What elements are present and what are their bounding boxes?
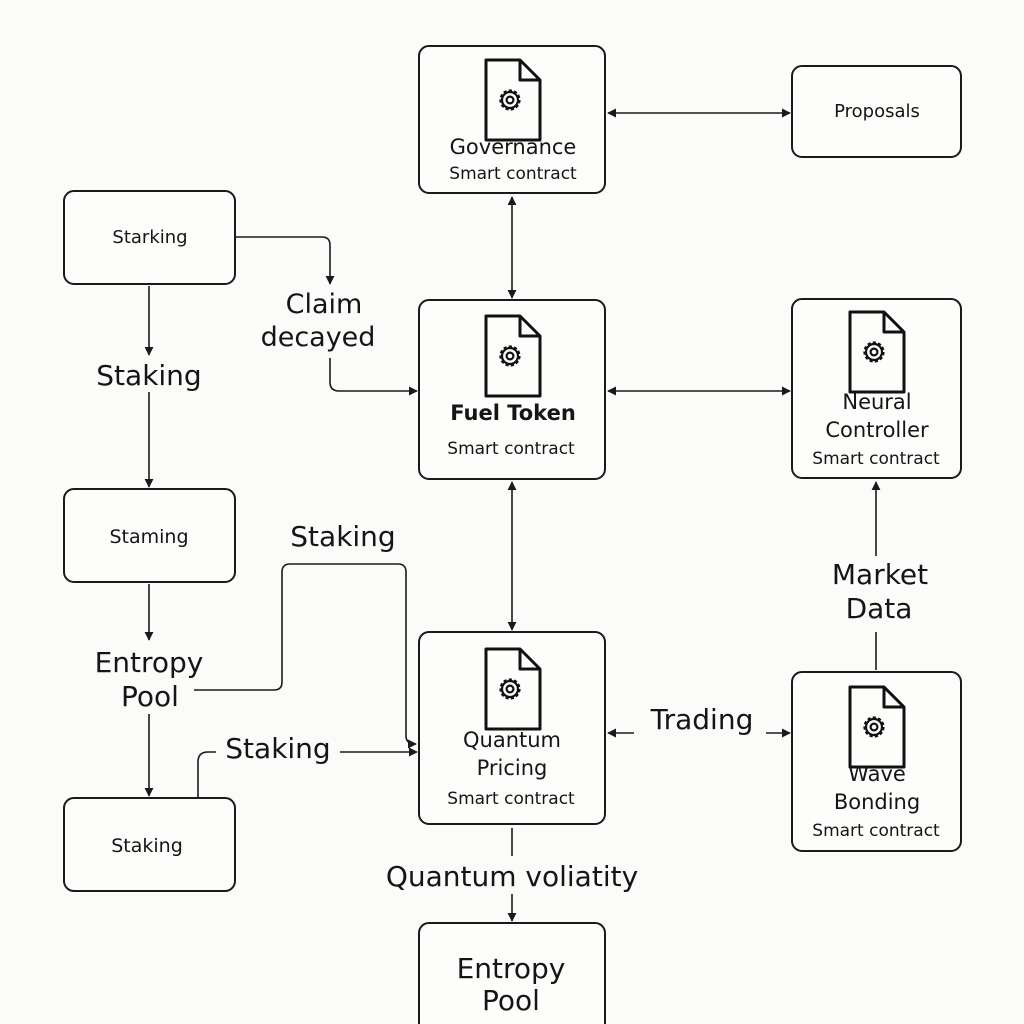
claim-decayed-label-line2: decayed xyxy=(261,322,376,353)
edge-claim-fuel-token xyxy=(329,358,418,396)
neural-controller-title-line2: Controller xyxy=(825,418,929,442)
staking-edge-label-lower: Staking xyxy=(225,732,330,765)
contract-document-icon xyxy=(484,647,542,731)
neural-controller-node[interactable]: Neural Controller Smart contract xyxy=(791,298,962,479)
quantum-pricing-title-line2: Pricing xyxy=(477,756,548,780)
trading-edge-label: Trading xyxy=(650,703,754,736)
governance-node[interactable]: Governance Smart contract xyxy=(418,45,606,194)
quantum-pricing-node[interactable]: Quantum Pricing Smart contract xyxy=(418,631,606,825)
claim-decayed-label-line1: Claim xyxy=(286,289,363,320)
starking-label: Starking xyxy=(112,227,187,248)
contract-document-icon xyxy=(848,310,906,394)
fuel-token-node[interactable]: Fuel Token Smart contract xyxy=(418,299,606,480)
contract-document-icon xyxy=(848,685,906,769)
edges xyxy=(144,108,876,922)
governance-title: Governance xyxy=(450,135,577,159)
staming-label: Staming xyxy=(109,526,188,548)
staming-node[interactable]: Staming xyxy=(63,488,236,583)
staking-label: Staking xyxy=(111,835,183,857)
proposals-label: Proposals xyxy=(834,101,920,122)
entropy-pool-node-line1: Entropy xyxy=(457,952,566,985)
staking-edge-label-left: Staking xyxy=(96,359,201,392)
fuel-token-subtitle: Smart contract xyxy=(447,439,575,459)
market-data-label-line2: Data xyxy=(846,592,913,625)
quantum-pricing-subtitle: Smart contract xyxy=(447,789,575,809)
entropy-pool-node[interactable]: Entropy Pool xyxy=(418,922,606,1024)
starking-node[interactable]: Starking xyxy=(63,190,236,285)
wave-bonding-node[interactable]: Wave Bonding Smart contract xyxy=(791,671,962,852)
neural-controller-title-line1: Neural xyxy=(842,390,911,414)
quantum-volatility-label: Quantum voliatity xyxy=(386,860,638,893)
edge-labels: Claim decayed Staking Staking Entropy Po… xyxy=(95,289,929,893)
fuel-token-title: Fuel Token xyxy=(450,401,576,425)
neural-controller-subtitle: Smart contract xyxy=(812,449,940,469)
edge-staking-box-quantum-pricing xyxy=(197,752,417,798)
proposals-node[interactable]: Proposals xyxy=(791,65,962,158)
entropy-pool-node-line2: Pool xyxy=(482,984,540,1017)
wave-bonding-title-line1: Wave xyxy=(848,762,906,786)
contract-document-icon xyxy=(484,58,542,142)
entropy-pool-label-line2: Pool xyxy=(121,680,179,713)
governance-subtitle: Smart contract xyxy=(449,164,577,184)
staking-edge-label-upper: Staking xyxy=(290,520,395,553)
market-data-label-line1: Market xyxy=(832,558,928,591)
quantum-pricing-title-line1: Quantum xyxy=(463,728,561,752)
wave-bonding-title-line2: Bonding xyxy=(834,790,920,814)
contract-document-icon xyxy=(484,314,542,398)
edge-starking-claim xyxy=(236,236,335,285)
staking-node[interactable]: Staking xyxy=(63,797,236,892)
wave-bonding-subtitle: Smart contract xyxy=(812,821,940,841)
entropy-pool-label-line1: Entropy xyxy=(95,646,204,679)
edge-entropy-quantum-pricing xyxy=(194,563,417,749)
